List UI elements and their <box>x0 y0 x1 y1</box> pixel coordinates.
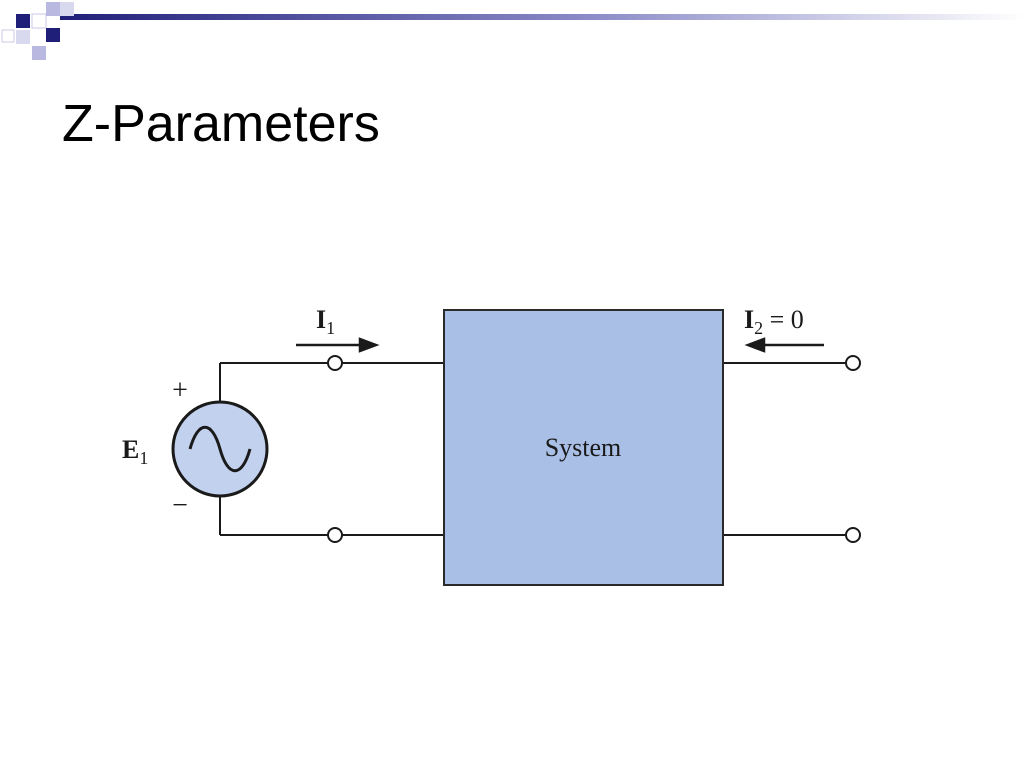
output-current-arrowhead-icon <box>744 337 766 353</box>
input-current-subscript: 1 <box>326 318 335 338</box>
input-current-main: I <box>316 305 326 334</box>
output-current-main: I <box>744 305 754 334</box>
deco-square <box>46 28 60 42</box>
source-voltage-subscript: 1 <box>139 448 148 468</box>
deco-square <box>60 2 74 16</box>
deco-square <box>16 14 30 28</box>
deco-square <box>32 46 46 60</box>
system-label: System <box>545 433 622 462</box>
deco-square <box>1 29 15 43</box>
output-current-value: = 0 <box>763 305 804 334</box>
header-gradient-bar <box>60 14 1024 20</box>
terminal-input-top <box>327 355 343 371</box>
deco-square <box>31 13 47 29</box>
terminal-output-bottom <box>845 527 861 543</box>
source-plus-sign: + <box>172 375 188 406</box>
header-decoration <box>1 2 1024 60</box>
source-voltage-main: E <box>122 435 139 464</box>
deco-square <box>46 2 60 16</box>
output-current-subscript: 2 <box>754 318 763 338</box>
input-current-arrowhead-icon <box>358 337 380 353</box>
source-minus-sign: − <box>172 490 188 521</box>
input-current-label: I1 <box>316 305 335 338</box>
source-voltage-label: E1 <box>122 435 148 468</box>
output-current-label: I2 = 0 <box>744 305 804 338</box>
terminal-output-top <box>845 355 861 371</box>
system-block <box>443 309 724 586</box>
sine-wave-icon <box>188 426 252 472</box>
deco-square <box>16 30 30 44</box>
slide-title: Z-Parameters <box>62 95 380 153</box>
terminal-input-bottom <box>327 527 343 543</box>
